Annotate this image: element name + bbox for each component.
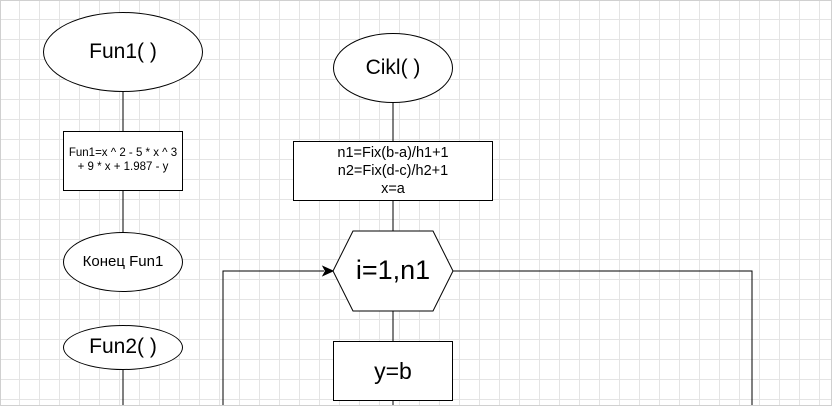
loop-hexagon-shape: [332, 230, 454, 312]
fun1-end-label: Конец Fun1: [82, 253, 164, 271]
cikl-init-label: n1=Fix(b-a)/h1+1 n2=Fix(d-c)/h2+1 x=a: [337, 144, 449, 198]
loop-i-node[interactable]: i=1,n1: [333, 231, 453, 311]
cikl-start-label: Cikl( ): [365, 55, 421, 79]
assign-y-label: y=b: [374, 357, 412, 384]
connector-loop-exit: [453, 270, 753, 406]
cikl-start-node[interactable]: Cikl( ): [333, 33, 453, 103]
fun1-start-node[interactable]: Fun1( ): [43, 12, 203, 92]
fun1-end-node[interactable]: Конец Fun1: [63, 232, 183, 292]
loop-i-label: i=1,n1: [355, 255, 431, 286]
connector-loop-back: [222, 270, 324, 406]
fun2-start-node[interactable]: Fun2( ): [63, 325, 183, 370]
assign-y-node[interactable]: y=b: [333, 341, 453, 401]
arrowhead-loop-back: [321, 265, 335, 277]
cikl-init-node[interactable]: n1=Fix(b-a)/h1+1 n2=Fix(d-c)/h2+1 x=a: [293, 141, 493, 201]
fun1-formula-label: Fun1=x ^ 2 - 5 * x ^ 3 + 9 * x + 1.987 -…: [68, 147, 178, 173]
fun1-formula-node[interactable]: Fun1=x ^ 2 - 5 * x ^ 3 + 9 * x + 1.987 -…: [63, 131, 183, 191]
fun2-start-label: Fun2( ): [89, 335, 157, 359]
fun1-start-label: Fun1( ): [89, 39, 157, 63]
